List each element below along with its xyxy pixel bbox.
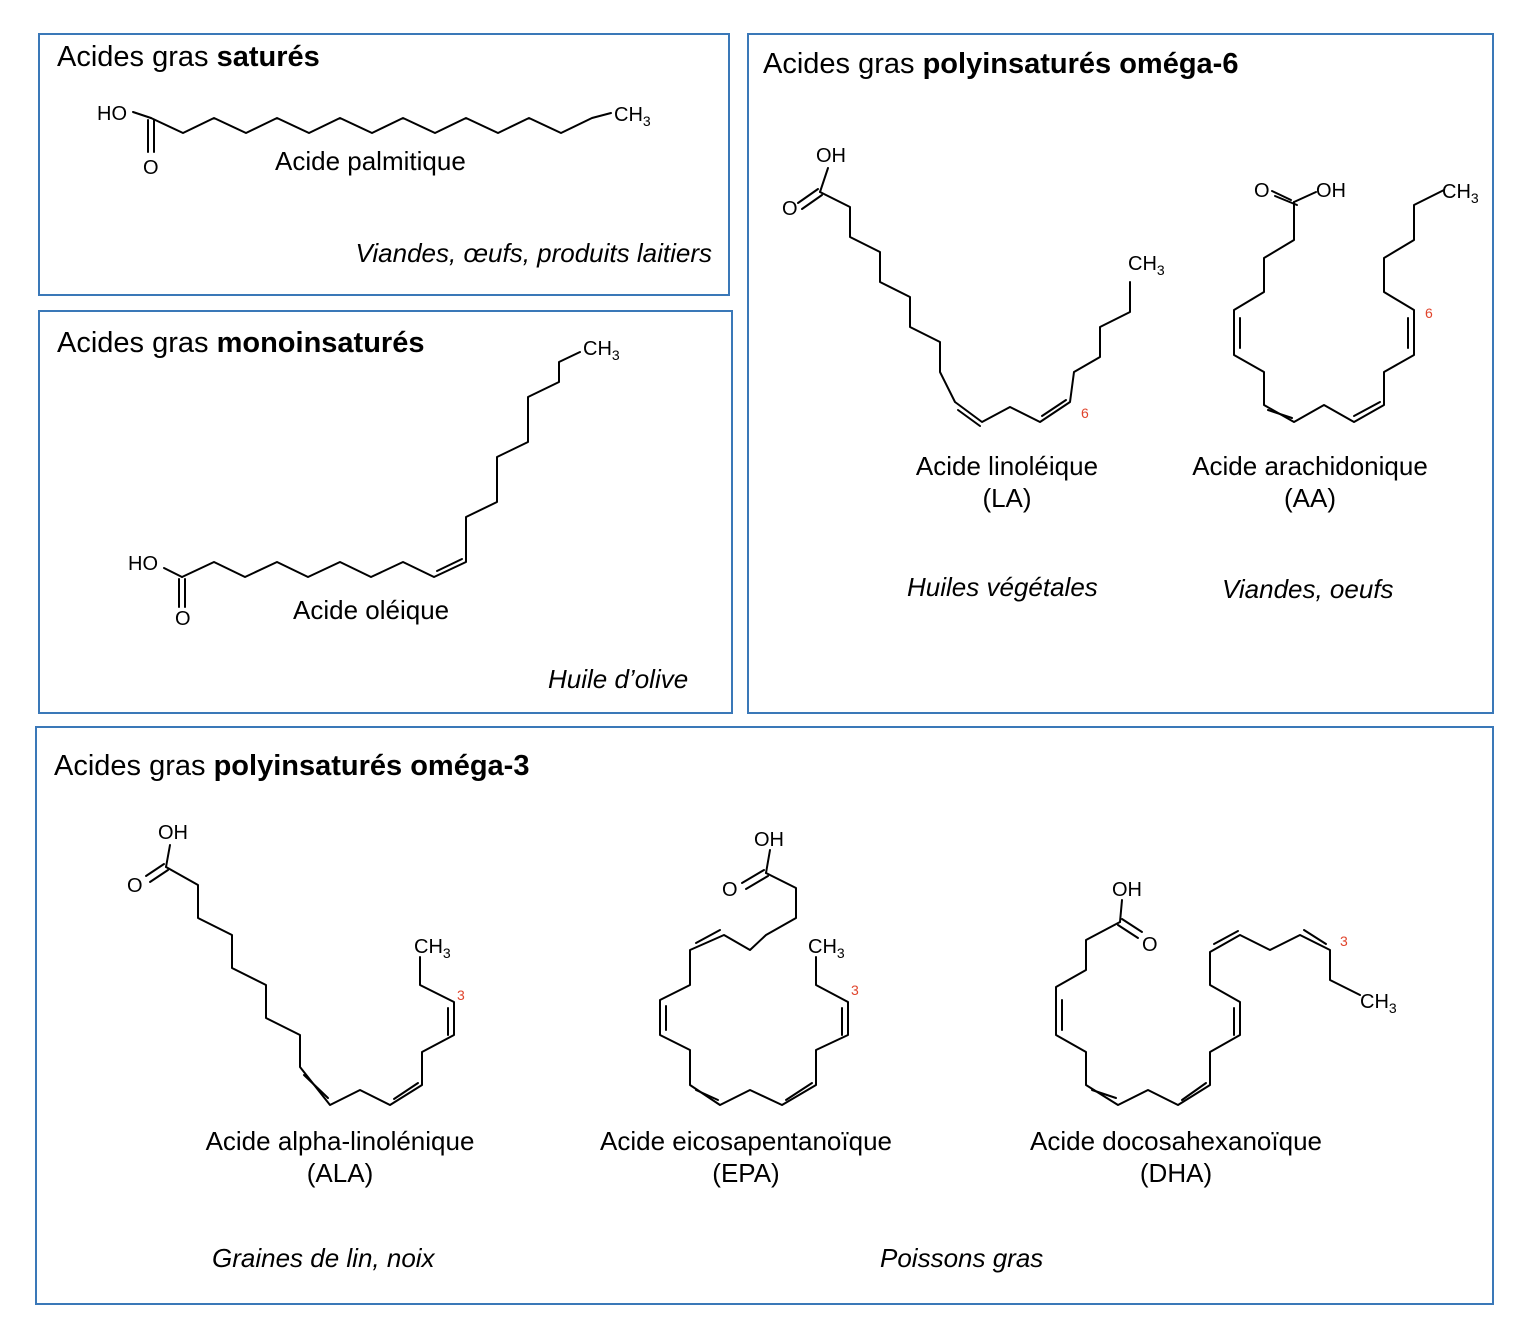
atom-label-ch3: CH3 <box>614 104 651 129</box>
atom-label-o: O <box>1254 180 1270 202</box>
structure-ala: OH O CH3 3 <box>127 822 465 1106</box>
molecule-name-palmitic: Acide palmitique <box>275 146 466 176</box>
structure-palmitic: HO O CH3 <box>97 103 651 179</box>
structure-dha: OH O CH3 3 <box>1055 879 1397 1106</box>
source-omega3-ala: Graines de lin, noix <box>212 1243 435 1273</box>
structure-epa: OH O CH3 3 <box>659 829 859 1106</box>
atom-label-oh: OH <box>158 822 188 844</box>
molecule-name-epa: Acide eicosapentanoïque (EPA) <box>599 1126 892 1188</box>
omega-marker-3: 3 <box>851 982 859 998</box>
atom-label-oh: OH <box>1316 180 1346 202</box>
atom-label-o: O <box>1142 934 1158 956</box>
atom-label-oh: OH <box>816 145 846 167</box>
atom-label-ho: HO <box>128 553 158 575</box>
source-omega3-fish: Poissons gras <box>880 1243 1044 1273</box>
atom-label-ho: HO <box>97 103 127 125</box>
source-aa: Viandes, oeufs <box>1222 574 1394 604</box>
panel-title-monounsaturated: Acides gras monoinsaturés <box>57 327 425 359</box>
omega-marker-6: 6 <box>1081 405 1089 421</box>
panel-monounsaturated <box>38 310 733 714</box>
source-la: Huiles végétales <box>907 572 1098 602</box>
atom-label-o: O <box>175 608 191 630</box>
molecule-name-oleic: Acide oléique <box>293 595 450 625</box>
source-monounsaturated: Huile d’olive <box>548 664 689 694</box>
atom-label-o: O <box>782 198 798 220</box>
atom-label-ch3: CH3 <box>1442 181 1479 206</box>
omega-marker-3: 3 <box>457 987 465 1003</box>
atom-label-oh: OH <box>1112 879 1142 901</box>
structure-oleic: HO O CH3 <box>128 338 620 630</box>
atom-label-ch3: CH3 <box>1360 991 1397 1016</box>
panel-omega3 <box>35 726 1494 1305</box>
atom-label-o: O <box>722 879 738 901</box>
molecule-name-aa: Acide arachidonique (AA) <box>1192 451 1428 513</box>
atom-label-oh: OH <box>754 829 784 851</box>
omega-marker-6: 6 <box>1425 305 1433 321</box>
atom-label-ch3: CH3 <box>414 936 451 961</box>
atom-label-ch3: CH3 <box>583 338 620 363</box>
panel-title-omega3: Acides gras polyinsaturés oméga-3 <box>54 750 530 782</box>
atom-label-o: O <box>127 875 143 897</box>
molecule-name-ala: Acide alpha-linolénique (ALA) <box>205 1126 475 1188</box>
atom-label-o: O <box>143 157 159 179</box>
omega-marker-3: 3 <box>1340 933 1348 949</box>
panel-title-saturated: Acides gras saturés <box>57 41 320 73</box>
molecule-name-la: Acide linoléique (LA) <box>915 451 1099 513</box>
molecule-name-dha: Acide docosahexanoïque (DHA) <box>1029 1126 1322 1188</box>
source-saturated: Viandes, œufs, produits laitiers <box>355 238 712 268</box>
panel-title-omega6: Acides gras polyinsaturés oméga-6 <box>763 48 1239 80</box>
structure-linoleic: OH O CH3 6 <box>782 145 1165 427</box>
atom-label-ch3: CH3 <box>1128 253 1165 278</box>
panel-omega6 <box>747 33 1494 714</box>
structure-arachidonic: O OH CH3 6 <box>1233 180 1479 423</box>
panel-saturated <box>38 33 730 296</box>
atom-label-ch3: CH3 <box>808 936 845 961</box>
